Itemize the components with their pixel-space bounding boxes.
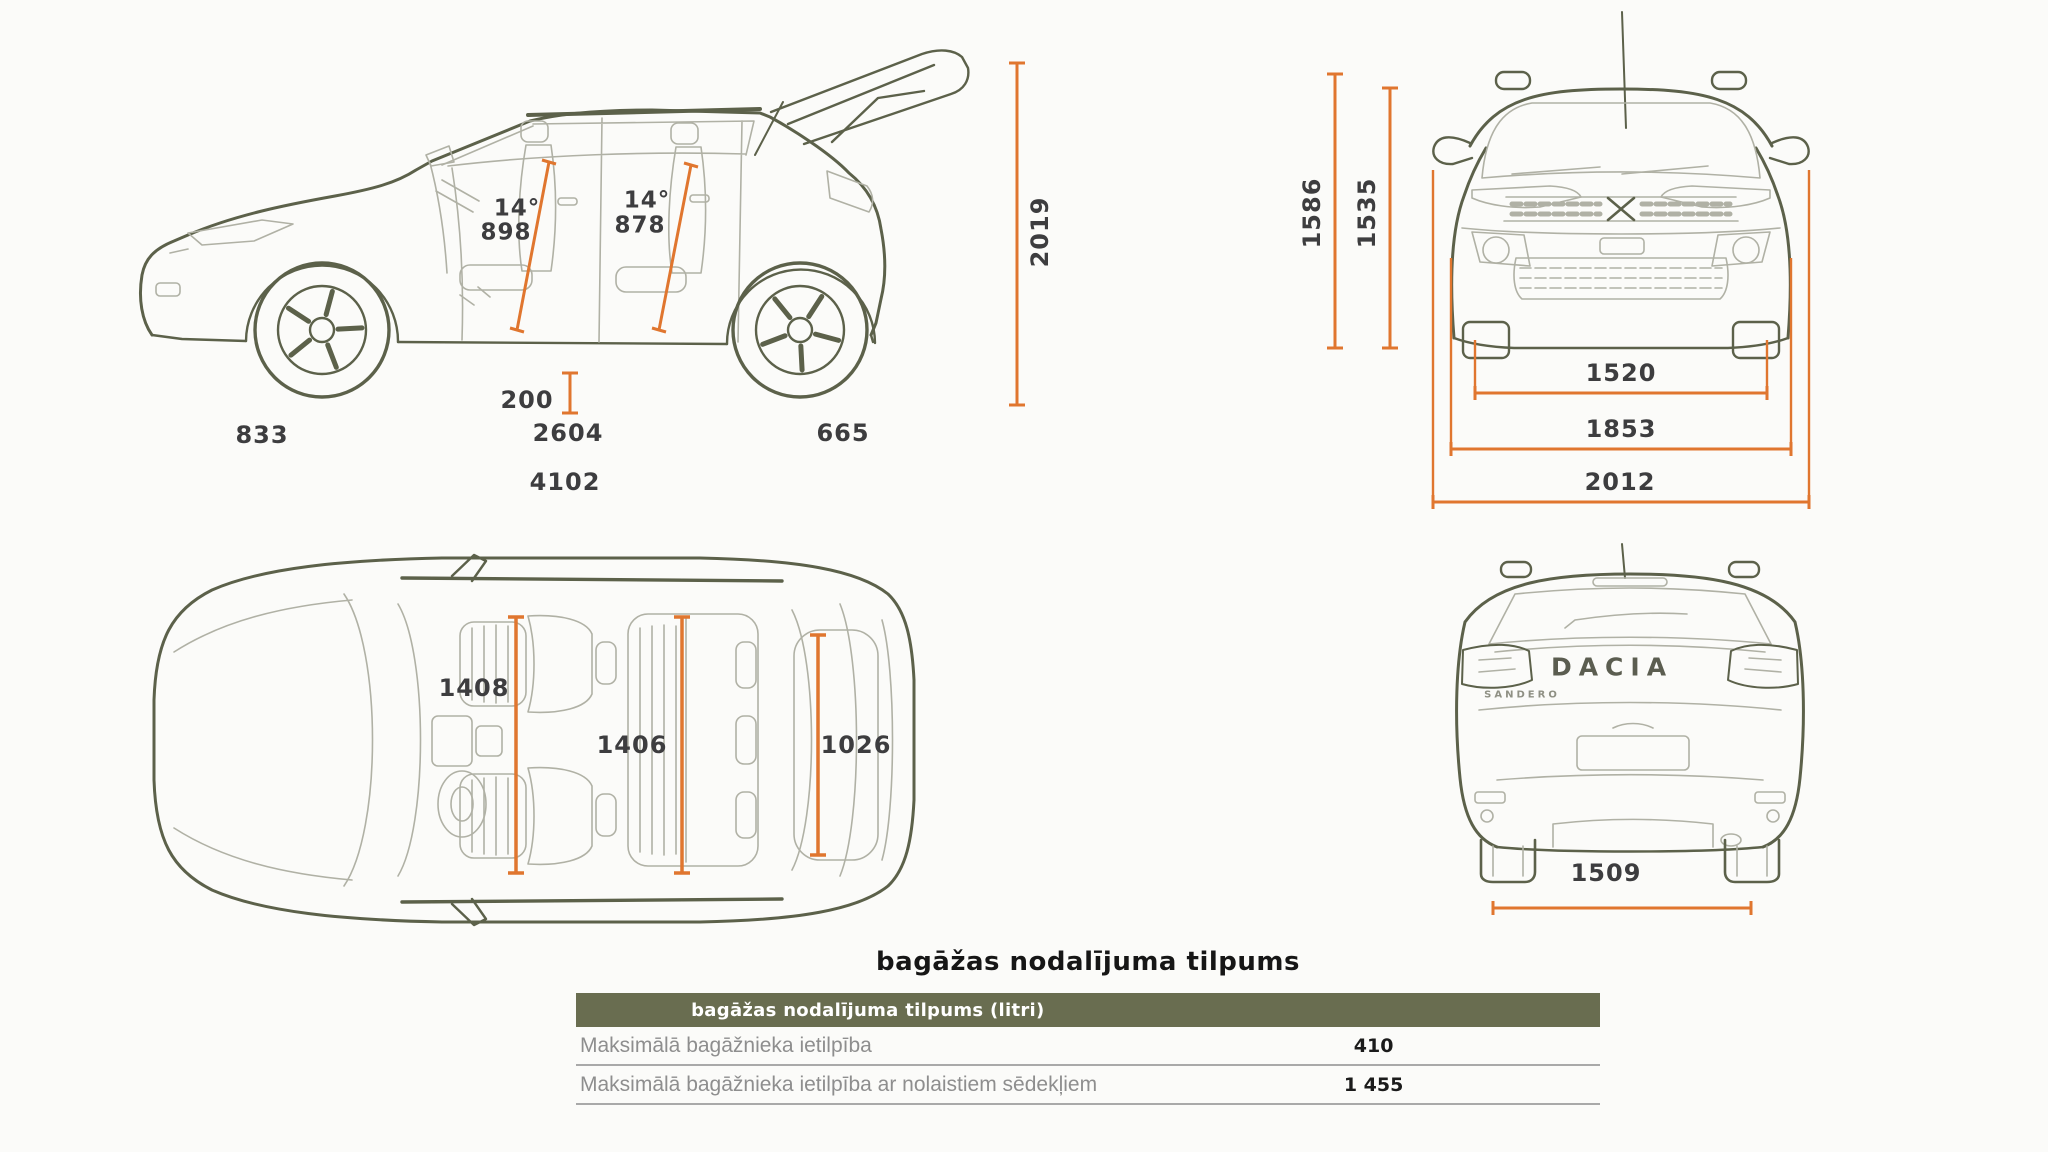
ground-clearance-label: 200 [500,386,554,414]
rear-view-svg [1455,543,1805,915]
dacia-logo: DACIA [1550,652,1674,682]
side-dimension-lines [509,61,1025,415]
side-view-drawing [130,5,1070,430]
row-label: Maksimālā bagāžnieka ietilpība ar nolais… [580,1072,1098,1096]
table-header-row: bagāžas nodalījuma tilpums (litri) [576,993,1600,1027]
roof-height-label: 1535 [1353,177,1381,249]
driver-seat [459,766,617,866]
front-view-svg [1327,11,1811,509]
top-dimension-lines [508,615,826,875]
front-interior-width-label: 1408 [438,674,510,702]
side-rear-seat-angle-label: 14° [623,187,671,214]
front-track-label: 1520 [1585,359,1657,387]
rear-interior-width-label: 1406 [596,731,668,759]
row-value: 1 455 [1343,1073,1404,1096]
side-front-seat-height-label: 898 [480,219,532,246]
height-with-roof-bars-label: 1586 [1298,177,1326,249]
width-with-mirrors-label: 2012 [1584,468,1656,496]
rear-overhang-label: 665 [816,419,870,447]
boot-volume-table: bagāžas nodalījuma tilpums bagāžas nodal… [576,946,1600,1105]
overall-length-label: 4102 [529,468,601,496]
steering-wheel [437,770,487,838]
row-value: 410 [1353,1034,1394,1057]
overall-height-label: 2019 [1026,196,1054,268]
boot-width-label: 1026 [820,731,892,759]
front-wheel [253,261,391,399]
rear-wheel [731,261,869,399]
front-dimension-lines [1327,72,1811,509]
top-view-svg [152,553,916,927]
rear-view-drawing [1435,540,1855,930]
rear-track-label: 1509 [1570,859,1642,887]
table-header-label: bagāžas nodalījuma tilpums (litri) [691,999,1045,1021]
front-view-drawing [1300,0,1860,515]
body-width-label: 1853 [1585,415,1657,443]
front-overhang-label: 833 [235,421,289,449]
row-label: Maksimālā bagāžnieka ietilpība [580,1033,872,1057]
front-passenger-seat [459,614,617,714]
sandero-badge: SANDERO [1484,689,1560,701]
wheelbase-label: 2604 [532,419,604,447]
boot-area [793,629,879,861]
table-title: bagāžas nodalījuma tilpums [876,947,1300,977]
side-front-seat-angle-label: 14° [493,195,541,222]
top-view-drawing [140,548,930,933]
side-view-svg [138,49,1025,415]
table-row: Maksimālā bagāžnieka ietilpība ar nolais… [576,1066,1600,1105]
table-row: Maksimālā bagāžnieka ietilpība 410 [576,1027,1600,1066]
side-rear-seat-height-label: 878 [614,212,666,239]
rear-bench-seat [627,613,759,867]
rear-dimension-lines [1491,901,1753,915]
